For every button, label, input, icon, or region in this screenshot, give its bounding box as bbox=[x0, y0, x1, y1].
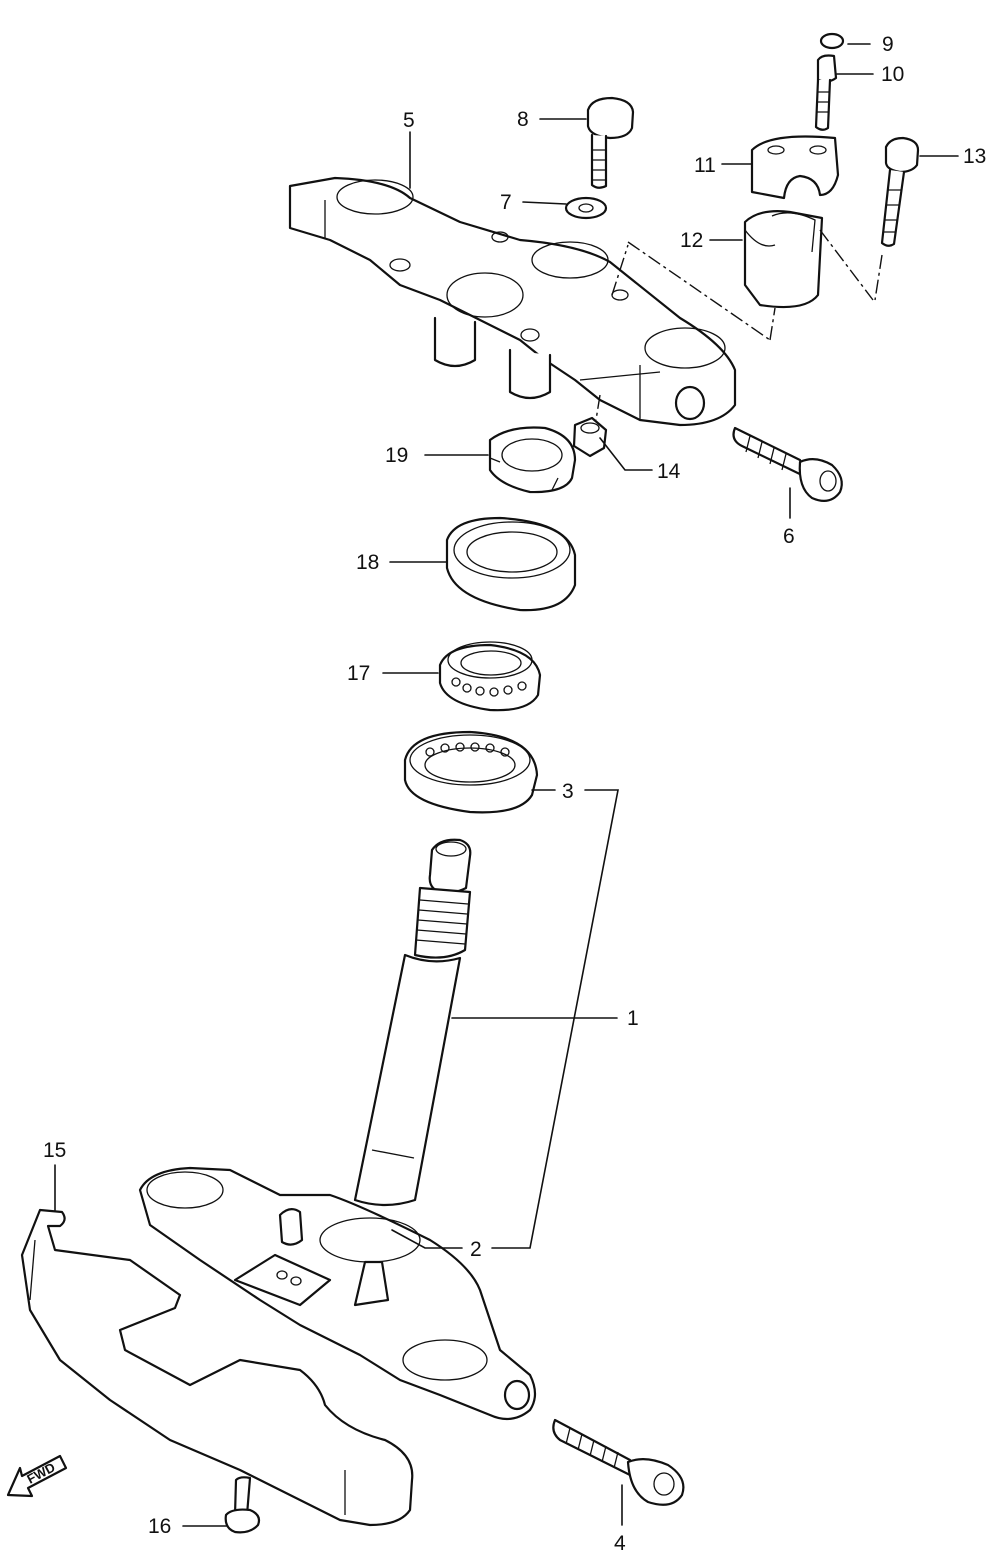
fwd-arrow-icon: FWD bbox=[6, 1454, 68, 1498]
callout-5: 5 bbox=[403, 109, 415, 132]
callout-13: 13 bbox=[963, 145, 986, 168]
leader-lines bbox=[54, 43, 959, 1527]
callout-3: 3 bbox=[562, 780, 574, 803]
callout-labels: 1 2 3 4 5 6 7 8 9 10 11 12 13 14 15 16 1… bbox=[43, 33, 986, 1555]
callout-12: 12 bbox=[680, 229, 703, 252]
callout-19: 19 bbox=[385, 444, 408, 467]
bolt-16 bbox=[224, 1476, 261, 1534]
callout-1: 1 bbox=[627, 1007, 639, 1030]
washer-7 bbox=[564, 196, 608, 220]
callout-11: 11 bbox=[694, 154, 716, 177]
dust-seal-18 bbox=[445, 516, 577, 612]
callout-9: 9 bbox=[882, 33, 894, 56]
callout-6: 6 bbox=[783, 525, 795, 548]
callout-4: 4 bbox=[614, 1532, 626, 1555]
callout-18: 18 bbox=[356, 551, 379, 574]
upper-bracket bbox=[288, 176, 737, 427]
callout-8: 8 bbox=[517, 108, 529, 131]
cap-bolt-8 bbox=[586, 96, 635, 189]
fwd-label: FWD bbox=[24, 1460, 57, 1487]
callout-17: 17 bbox=[347, 662, 370, 685]
cap-9 bbox=[819, 32, 845, 50]
callout-16: 16 bbox=[148, 1515, 171, 1538]
handlebar-holder-lower bbox=[743, 210, 824, 309]
bolt-6 bbox=[732, 426, 843, 503]
callout-2: 2 bbox=[470, 1238, 482, 1261]
handlebar-holder-upper bbox=[750, 135, 840, 200]
callout-15: 15 bbox=[43, 1139, 66, 1162]
nut-14 bbox=[572, 416, 608, 458]
callout-14: 14 bbox=[657, 460, 681, 483]
fork-guard-15 bbox=[20, 1208, 414, 1527]
bolt-10 bbox=[814, 54, 838, 131]
lower-bearing-3 bbox=[403, 730, 539, 814]
assembly-guide-lines bbox=[595, 229, 883, 421]
callout-10: 10 bbox=[881, 63, 904, 86]
callout-7: 7 bbox=[500, 191, 512, 214]
lower-bracket bbox=[138, 1166, 537, 1421]
bolt-4 bbox=[552, 1418, 685, 1506]
adjusting-nut-19 bbox=[488, 426, 577, 494]
upper-bearing-17 bbox=[438, 641, 542, 712]
steering-stem bbox=[353, 838, 472, 1207]
bolt-13 bbox=[880, 136, 920, 247]
